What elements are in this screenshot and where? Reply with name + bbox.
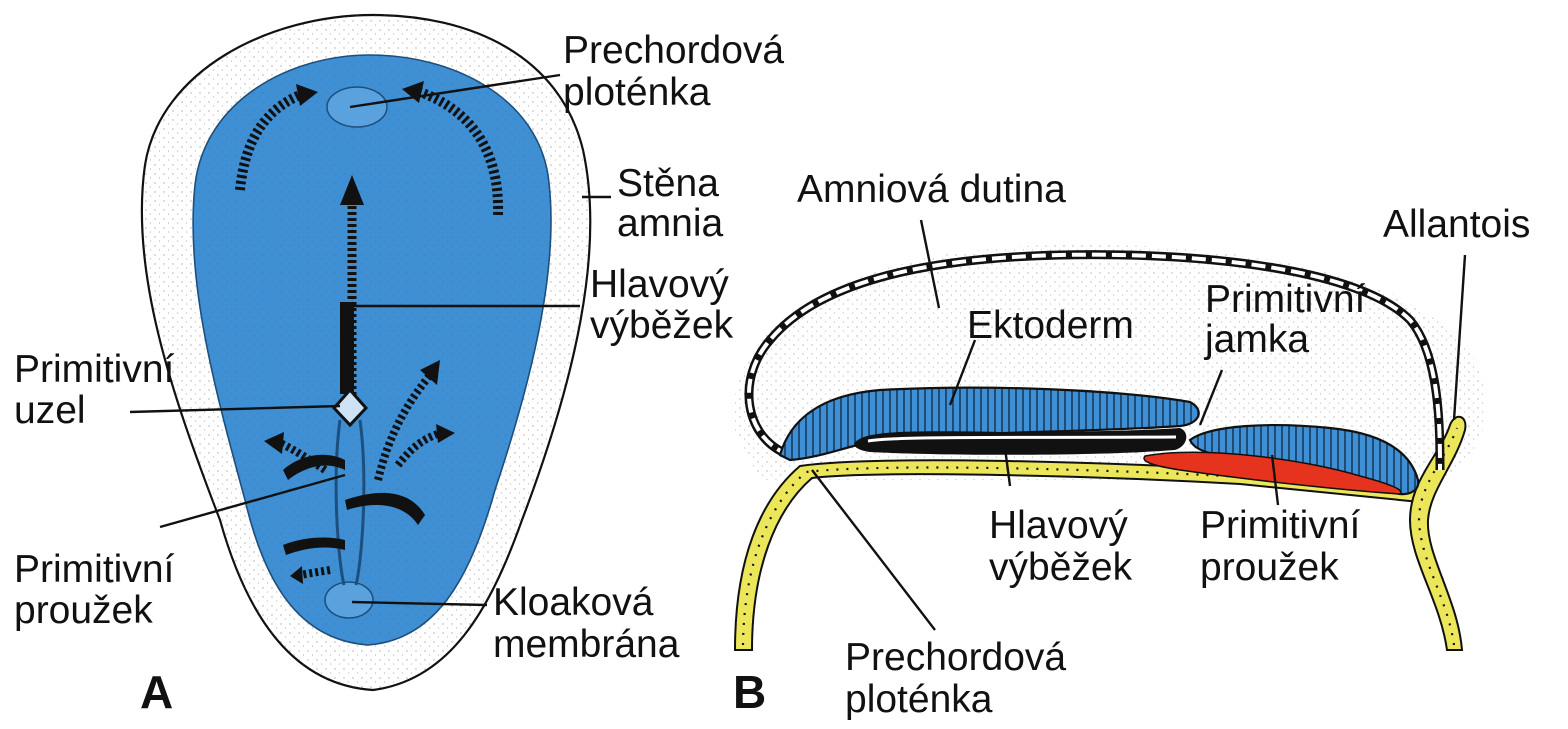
label-b-primitive-pit-1: Primitivní <box>1205 278 1366 321</box>
label-a-head-process-2: výběžek <box>590 304 734 347</box>
label-b-head-process-2: výběžek <box>989 546 1133 589</box>
label-b-primitive-streak-1: Primitivní <box>1200 504 1361 547</box>
panel-b-letter: B <box>733 666 766 718</box>
label-b-prechordal-1: Prechordová <box>845 636 1066 679</box>
label-b-primitive-pit-2: jamka <box>1204 318 1309 361</box>
label-a-amnion-wall-2: amnia <box>617 202 724 245</box>
label-a-cloacal-1: Kloaková <box>493 581 654 624</box>
label-a-primitive-streak-2: proužek <box>14 589 153 632</box>
label-a-primitive-node-1: Primitivní <box>14 348 175 391</box>
label-a-prechordal-1: Prechordová <box>563 29 784 72</box>
label-b-head-process-1: Hlavový <box>989 504 1128 547</box>
label-a-amnion-wall-1: Stěna <box>617 162 719 205</box>
label-a-primitive-streak-1: Primitivní <box>14 548 175 591</box>
head-process <box>854 428 1186 455</box>
label-a-head-process-1: Hlavový <box>590 263 729 306</box>
panel-a: Prechordová ploténka Stěna amnia Hlavový… <box>14 15 784 718</box>
label-b-ectoderm: Ektoderm <box>967 304 1134 347</box>
label-b-primitive-streak-2: proužek <box>1200 546 1339 589</box>
head-process-bar <box>340 302 354 394</box>
panel-b: Amniová dutina Allantois Primitivní jamk… <box>733 168 1530 721</box>
label-a-primitive-node-2: uzel <box>14 389 86 432</box>
cloacal-membrane <box>325 582 373 618</box>
lead-b-prechordal <box>812 470 935 630</box>
label-a-cloacal-2: membrána <box>493 623 680 666</box>
panel-a-letter: A <box>140 666 173 718</box>
label-b-amniotic-cavity: Amniová dutina <box>797 168 1066 211</box>
label-b-allantois: Allantois <box>1383 203 1530 246</box>
label-b-prechordal-2: ploténka <box>845 678 993 721</box>
label-a-prechordal-2: ploténka <box>563 71 711 114</box>
